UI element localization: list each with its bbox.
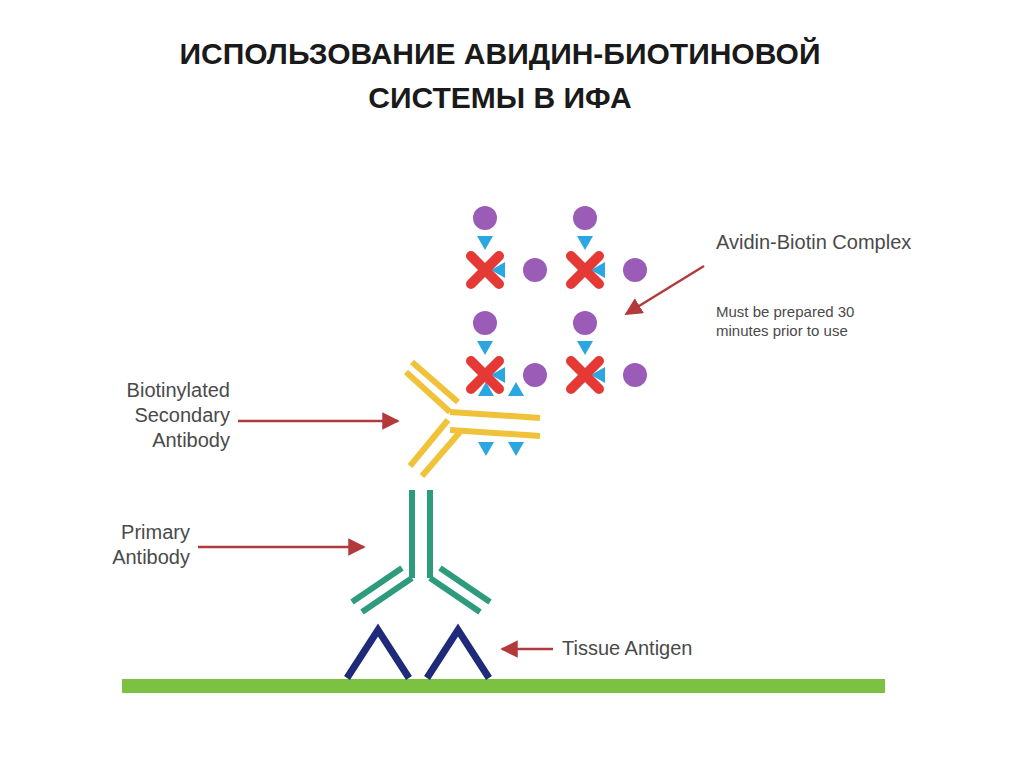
tissue-surface <box>122 679 885 693</box>
slide-title: ИСПОЛЬЗОВАНИЕ АВИДИН-БИОТИНОВОЙ СИСТЕМЫ … <box>150 32 850 119</box>
callout-label: Primary Antibody <box>40 520 190 570</box>
tissue-antigen <box>347 630 489 678</box>
callout-label: Avidin-Biotin Complex <box>716 230 916 255</box>
secondary-antibody <box>406 362 540 476</box>
callout-label: Tissue Antigen <box>562 636 742 661</box>
leader-arrow <box>198 266 704 649</box>
avidin-biotin-complex <box>471 206 647 389</box>
callout-label: Biotinylated Secondary Antibody <box>60 378 230 453</box>
primary-antibody <box>352 490 490 612</box>
note-text: Must be prepared 30 minutes prior to use <box>716 303 906 341</box>
